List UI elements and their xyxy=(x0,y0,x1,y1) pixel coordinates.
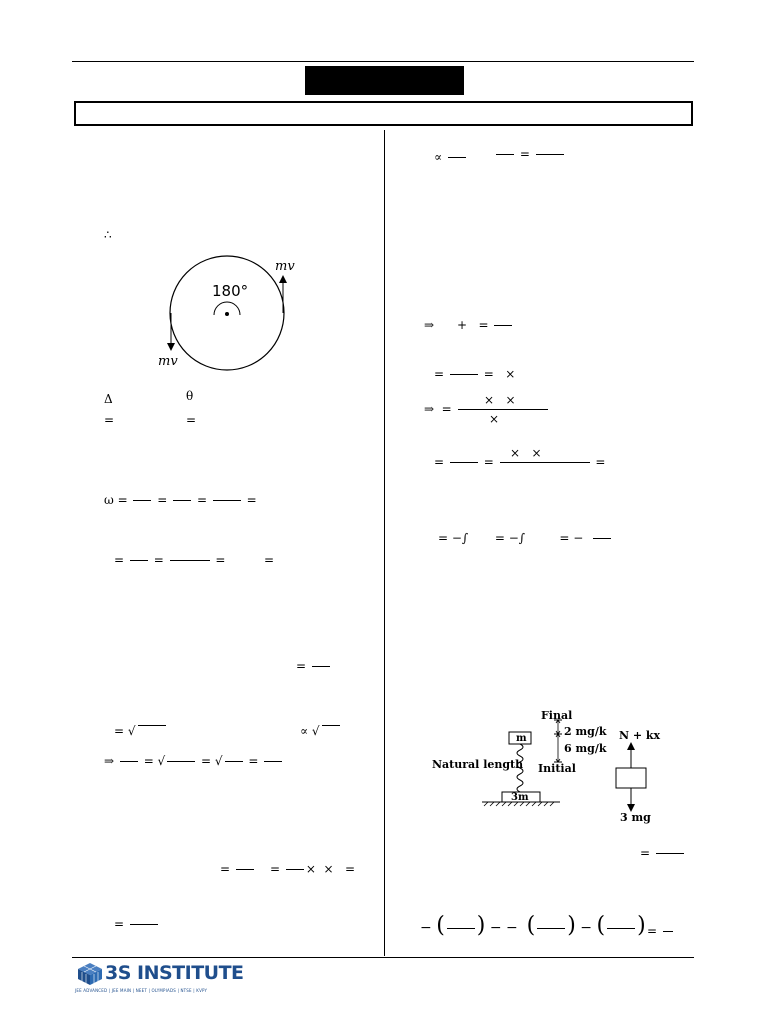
label-force-up: N + kx xyxy=(619,729,661,742)
fraction-equation: = xyxy=(296,659,332,673)
angle-arc xyxy=(213,301,241,316)
arrowhead-up xyxy=(627,742,635,750)
multiply-sign: × xyxy=(489,412,500,426)
equals-sign: = xyxy=(104,413,115,427)
column-divider xyxy=(384,130,385,956)
product-equation: = = × xyxy=(434,367,516,381)
title-box xyxy=(305,66,464,95)
cube-logo-face-right xyxy=(90,969,102,985)
fbd-block xyxy=(615,767,647,789)
implies-fraction-equation: ⇒ = xyxy=(424,402,550,416)
proportional-fraction: ∝ xyxy=(434,150,468,164)
angle-label: 180° xyxy=(212,282,249,300)
equals-sign: = xyxy=(345,862,356,876)
ratio-equation: = xyxy=(494,147,566,161)
label-initial: Initial xyxy=(538,762,576,775)
circular-motion-diagram xyxy=(167,255,287,371)
spring-system-diagram xyxy=(482,719,562,807)
equals-sign: = xyxy=(647,924,675,938)
marker-arrows xyxy=(555,719,561,763)
cube-logo-icon xyxy=(78,963,102,985)
multiply-signs: × × xyxy=(510,446,542,460)
omega-equation: ω = = = = xyxy=(104,493,257,507)
product-equation: = × × xyxy=(270,862,334,876)
therefore-symbol: ∴ xyxy=(104,228,112,242)
integral-equation: = −∫ = −∫ = − xyxy=(438,531,613,545)
top-rule xyxy=(72,61,694,62)
sqrt-equation: = √ xyxy=(114,724,168,738)
label-6mgk: 6 mg/k xyxy=(564,742,607,755)
implies-sum-equation: ⇒ + = xyxy=(424,318,514,332)
ground-hatching xyxy=(483,801,555,807)
fraction-equation: = xyxy=(114,917,160,931)
theta-symbol: θ xyxy=(186,389,194,403)
label-mass-top: m xyxy=(516,733,527,744)
label-natural-length: Natural length xyxy=(432,758,524,771)
momentum-label-bottom: mv xyxy=(158,354,178,369)
multiply-signs: × × xyxy=(484,393,516,407)
cube-logo-face-left xyxy=(78,969,90,985)
proportional-sqrt: ∝ √ xyxy=(300,724,342,738)
label-force-down: 3 mg xyxy=(620,811,651,824)
label-mass-base: 3m xyxy=(511,792,529,803)
fraction-equation: = xyxy=(640,846,686,860)
product-equation: = xyxy=(220,862,256,876)
long-fraction-equation: = = = xyxy=(434,455,606,469)
bracket-equation: − () − − () − () xyxy=(420,913,646,938)
momentum-label-top: mv xyxy=(275,259,295,274)
brand-tagline: JEE ADVANCED | JEE MAIN | NEET | OLYMPIA… xyxy=(75,988,208,993)
arrowhead-down xyxy=(167,343,175,351)
ratio-equation: = = = xyxy=(114,553,226,567)
implies-sqrt-equation: ⇒ = √ = √ = xyxy=(104,754,284,768)
label-final: Final xyxy=(541,709,573,722)
subtitle-bar xyxy=(74,101,693,126)
delta-symbol: Δ xyxy=(104,392,113,406)
brand-name: 3S INSTITUTE xyxy=(105,962,244,984)
bottom-rule xyxy=(72,957,694,958)
arrowhead-up xyxy=(279,275,287,283)
cube-logo-grid xyxy=(81,965,99,984)
free-body-diagram xyxy=(615,742,647,812)
spring-coil xyxy=(516,743,524,793)
center-dot xyxy=(225,312,229,316)
label-2mgk: 2 mg/k xyxy=(564,725,607,738)
equals-sign: = xyxy=(186,413,197,427)
orbit-circle xyxy=(169,255,285,371)
equals-sign: = xyxy=(264,553,275,567)
arrowhead-down xyxy=(627,804,635,812)
